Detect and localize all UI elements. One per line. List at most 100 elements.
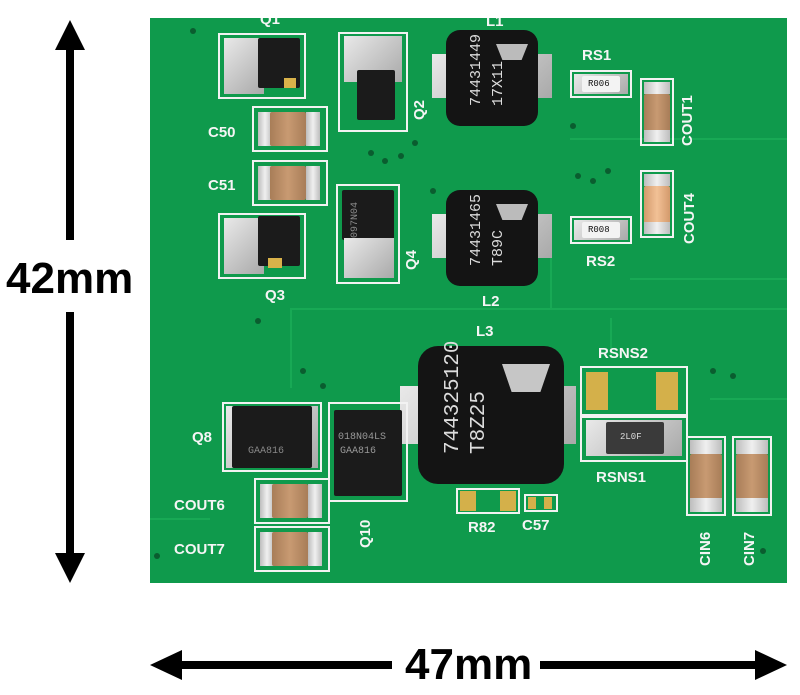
via (255, 318, 261, 324)
q3-gate-pad (268, 258, 282, 268)
q4-pad (344, 238, 394, 278)
cin6-capacitor (690, 454, 722, 500)
via (382, 158, 388, 164)
q10-marking-2: GAA816 (340, 446, 377, 457)
c50-end (258, 112, 272, 146)
width-arrow (150, 650, 787, 680)
cout6-outline (254, 478, 330, 524)
cout7-end (260, 532, 274, 566)
trace (710, 398, 787, 400)
cout4-label: COUT4 (681, 193, 698, 244)
cout4-end (644, 222, 670, 234)
r82-pad (460, 491, 476, 511)
rs1-label: RS1 (582, 47, 612, 64)
trace (570, 138, 787, 140)
via (300, 368, 306, 374)
rs1-outline (570, 70, 632, 98)
q3-mosfet (258, 216, 300, 266)
l1-label: L1 (486, 18, 504, 30)
q8-marking: GAA816 (248, 446, 285, 457)
cout4-capacitor (644, 186, 670, 224)
c57-pad (544, 497, 552, 509)
trace (150, 518, 210, 520)
c50-label: C50 (208, 124, 236, 141)
c51-label: C51 (208, 177, 236, 194)
rsns2-pad (586, 372, 608, 410)
trace (550, 248, 552, 308)
c57-outline (524, 494, 558, 512)
rs1-marking: R006 (588, 79, 610, 89)
trace (290, 308, 292, 388)
cin7-outline (732, 436, 772, 516)
q2-label: Q2 (411, 99, 428, 120)
r82-label: R82 (468, 519, 496, 536)
cin6-end (690, 498, 722, 512)
l2-marking-1: 74431465 (468, 193, 485, 266)
via (320, 383, 326, 389)
rs2-marking: R008 (588, 225, 610, 235)
rsns2-outline (580, 366, 688, 416)
trace (290, 308, 787, 310)
q1-label: Q1 (260, 18, 281, 28)
via (760, 548, 766, 554)
cin6-end (690, 440, 722, 454)
via (398, 153, 404, 159)
rsns1-resistor (606, 422, 664, 454)
via (154, 553, 160, 559)
l1-marking-1: 74431449 (468, 33, 485, 106)
via (710, 368, 716, 374)
cout1-capacitor (644, 94, 670, 132)
q8-mosfet (232, 406, 312, 468)
rs2-outline (570, 216, 632, 244)
q3-label: Q3 (265, 287, 286, 304)
cout6-capacitor (272, 484, 308, 518)
trace (630, 278, 787, 280)
via (368, 150, 374, 156)
l3-label: L3 (476, 323, 494, 340)
via (190, 28, 196, 34)
via (430, 188, 436, 194)
width-label: 47mm (405, 640, 533, 689)
q10-mosfet (334, 410, 402, 496)
c50-capacitor (270, 112, 306, 146)
q4-label: Q4 (403, 249, 420, 270)
q10-label: Q10 (357, 519, 374, 548)
via (570, 123, 576, 129)
c50-end (306, 112, 320, 146)
via (605, 168, 611, 174)
rsns2-pad (656, 372, 678, 410)
cout1-outline (640, 78, 674, 146)
q2-mosfet (357, 70, 395, 120)
cin6-outline (686, 436, 726, 516)
q3-pad (224, 218, 264, 274)
q1-gate-pad (284, 78, 296, 88)
cout4-end (644, 174, 670, 186)
rsns1-label: RSNS1 (596, 469, 647, 486)
c57-label: C57 (522, 517, 550, 534)
q8-outline (222, 402, 322, 472)
c51-capacitor (270, 166, 306, 200)
via (730, 373, 736, 379)
height-arrow (55, 20, 85, 583)
cin7-capacitor (736, 454, 768, 500)
cin7-label: CIN7 (741, 531, 758, 566)
trace (610, 318, 612, 358)
cout1-end (644, 82, 670, 94)
cout1-label: COUT1 (679, 95, 696, 146)
c51-end (306, 166, 320, 200)
l3-marking-1: 744325120 (442, 340, 465, 454)
cout7-end (308, 532, 322, 566)
q10-outline (328, 402, 408, 502)
cout7-capacitor (272, 532, 308, 566)
q3-outline (218, 213, 306, 279)
we-logo-icon (496, 44, 528, 60)
c51-outline (252, 160, 328, 206)
c50-outline (252, 106, 328, 152)
q2-outline (338, 32, 408, 132)
l3-marking-2: T8Z25 (468, 390, 491, 454)
we-logo-icon (496, 204, 528, 220)
r82-outline (456, 488, 520, 514)
cin7-end (736, 440, 768, 454)
q1-outline (218, 33, 306, 99)
